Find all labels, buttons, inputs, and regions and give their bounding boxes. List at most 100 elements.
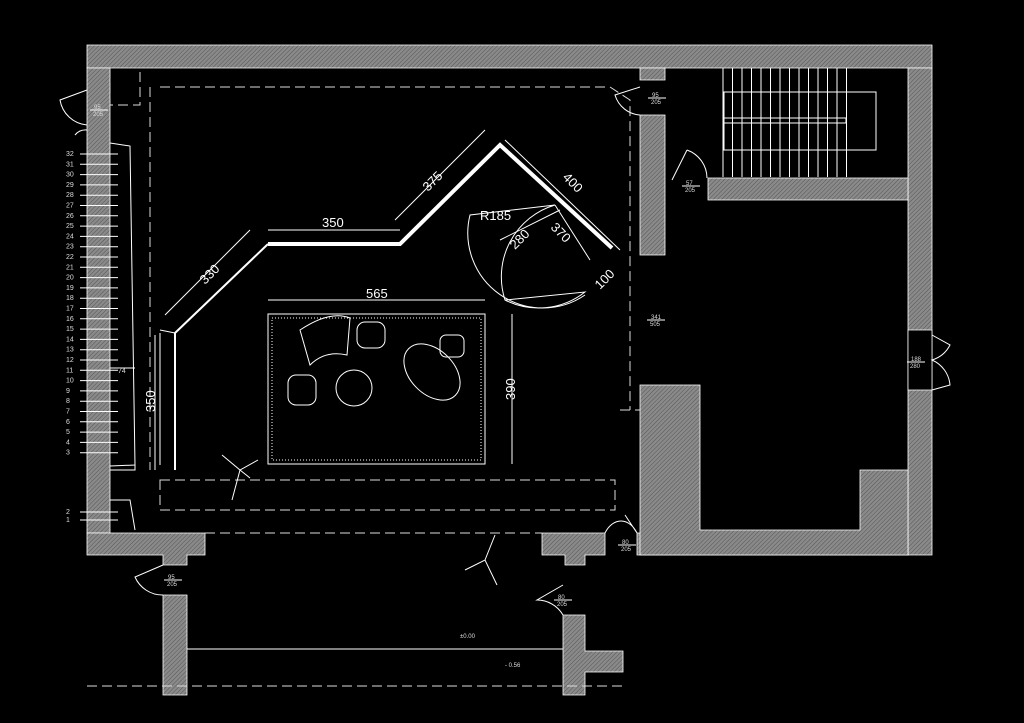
dim-370: 370 [548,220,574,246]
opening-width: 341 [651,315,662,321]
coffee-table [335,369,373,407]
chair [439,334,465,358]
opening-height: 205 [557,602,568,608]
stairwell-upper [722,68,877,177]
level-upper: ±0.00 [460,634,476,640]
stair-step-number: 4 [66,439,70,446]
stair-step-number: 11 [66,367,73,374]
opening-width: 95 [652,93,659,99]
stair-step-number: 12 [66,357,74,364]
stair-step-number: 24 [66,233,74,240]
stair-step-number: 28 [66,192,74,199]
stair-step-number: 25 [66,223,74,230]
display-wall-zigzag [174,243,269,470]
dim-100: 100 [592,266,618,292]
stair-step-number: 17 [66,306,74,313]
dim-390: 390 [503,378,518,400]
opening-width: 80 [558,595,565,601]
stair-step-number: 10 [66,378,74,385]
dim-375: 375 [420,168,446,194]
stair-step-number: 13 [66,347,74,354]
opening-width: 57 [686,181,693,187]
sofa [299,315,351,366]
dim-350-left: 350 [143,390,158,412]
armchair-2 [287,374,317,406]
opening-width: 188 [911,357,922,363]
opening-height: 205 [651,100,662,106]
display-wall [268,142,614,250]
wall-lower-right [562,614,624,696]
stair-step-number: 31 [66,161,74,168]
walls [86,44,933,696]
opening-labels: 9520595205572053415051882808020595205802… [90,93,925,608]
dim-565: 565 [366,286,388,301]
dim-350-top: 350 [322,215,344,230]
arc-r185 [467,204,587,309]
stair-step-number: 32 [66,151,74,158]
stair-step-number: 1 [66,517,70,524]
partition-vertical [639,67,909,556]
stair-step-number: 30 [66,172,74,179]
door-swings [59,86,951,616]
stair-step-number: 23 [66,244,74,251]
opening-height: 205 [167,582,178,588]
dim-280: 280 [507,226,533,252]
wall-lower-left [162,594,188,696]
dim-400: 400 [560,170,586,196]
stair-step-number: 29 [66,182,74,189]
stair-step-number: 2 [66,509,70,516]
hidden-lines [87,68,640,687]
dimension-lines [110,129,621,465]
dim-330: 330 [197,261,223,287]
opening-height: 205 [685,188,696,194]
outer-wall-top [86,44,933,69]
stair-step-number: 14 [66,336,74,343]
stair-wall-profile [109,142,136,531]
stair-step-number: 20 [66,275,74,282]
oval-table [403,343,461,401]
stair-numbers: 3231302928272625242322212019181716151413… [66,151,74,524]
stair-step-number: 21 [66,264,74,271]
opening-height: 205 [93,112,104,118]
stair-step-number: 15 [66,326,74,333]
stair-step-number: 22 [66,254,74,261]
opening-height: 205 [621,547,632,553]
opening-width: 80 [622,540,629,546]
rug [267,313,486,465]
opening-width: 95 [94,105,101,111]
camera-tripod [221,454,498,586]
stair-wall [707,177,909,201]
stair-step-number: 19 [66,285,74,292]
dim-74: 74 [118,368,126,375]
staircase [80,153,118,521]
stair-step-number: 27 [66,203,74,210]
dim-r185: R185 [480,208,511,223]
outer-wall-left [86,67,111,534]
armchair [356,321,386,349]
stair-step-number: 6 [66,419,70,426]
outer-wall-right [907,67,933,556]
stair-step-number: 26 [66,213,74,220]
stair-step-number: 5 [66,429,70,436]
level-lower: - 0.56 [505,663,521,669]
stair-step-number: 3 [66,450,70,457]
dimension-labels: 350 375 400 330 R185 280 370 100 565 390… [118,168,617,412]
stair-step-number: 8 [66,398,70,405]
wall-bottom-mid [541,532,606,566]
stair-step-number: 7 [66,409,70,416]
opening-height: 505 [650,322,661,328]
stair-step-number: 16 [66,316,74,323]
stair-step-number: 18 [66,295,74,302]
opening-width: 95 [168,575,175,581]
stair-step-number: 9 [66,388,70,395]
wall-bottom-left [86,532,206,566]
